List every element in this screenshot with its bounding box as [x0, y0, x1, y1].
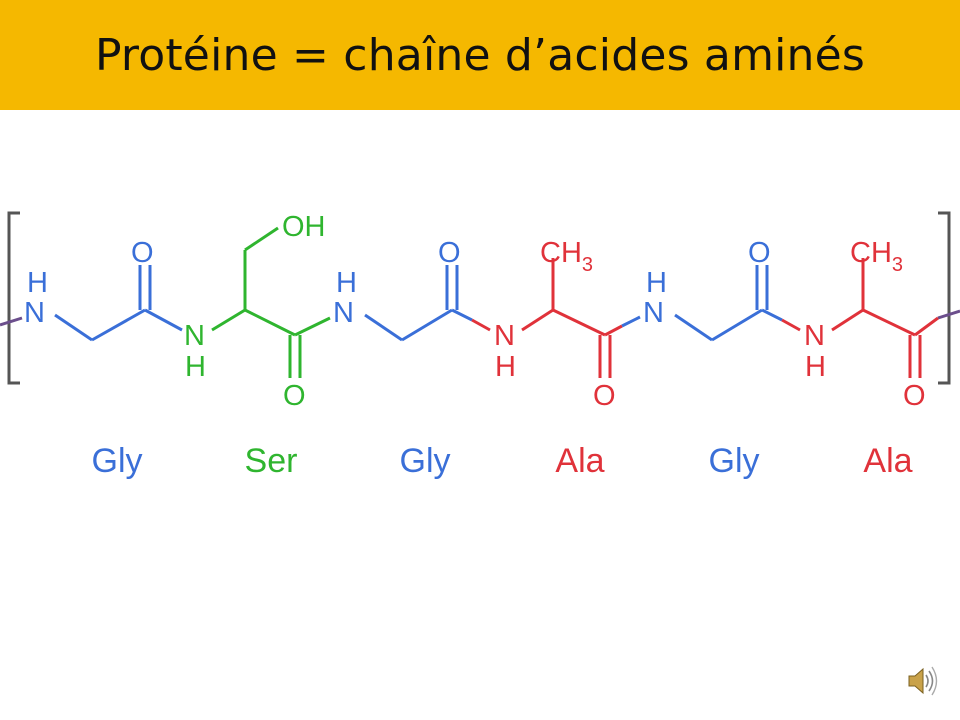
residue-ser-structure	[211, 226, 331, 378]
residue-gly-2-structure	[364, 265, 459, 342]
atom-h-ala1: H	[495, 351, 516, 383]
speaker-icon[interactable]	[906, 664, 940, 698]
atom-h-ser: H	[185, 351, 206, 383]
residue-ala-2-structure	[831, 258, 939, 378]
atom-n-gly1: N	[24, 297, 45, 329]
residue-label-ala-2: Ala	[863, 442, 912, 480]
residue-label-gly-1: Gly	[92, 442, 143, 480]
atom-o-ser: O	[283, 380, 306, 412]
atom-n-gly2: N	[333, 297, 354, 329]
left-bracket	[7, 211, 20, 385]
slide-title: Protéine = chaîne d’acides aminés	[94, 29, 866, 81]
atom-ch3-ala2: CH3	[850, 237, 903, 276]
residue-ala-1-structure	[521, 258, 623, 378]
bond-gly3-ala2-b	[781, 318, 801, 332]
atom-o-ala1: O	[593, 380, 616, 412]
atom-n-ser: N	[184, 320, 205, 352]
peptide-diagram: N H O N H OH O N H O N H CH3 O	[0, 211, 960, 480]
residue-gly-3-structure	[674, 265, 769, 342]
residue-label-gly-3: Gly	[709, 442, 760, 480]
atom-h-ala2: H	[805, 351, 826, 383]
residue-label-ser: Ser	[245, 442, 298, 480]
atom-n-gly3: N	[643, 297, 664, 329]
bond-c-terminal	[937, 309, 960, 320]
atom-n-ala2: N	[804, 320, 825, 352]
atom-h-gly3: H	[646, 267, 667, 299]
atom-n-ala1: N	[494, 320, 515, 352]
title-bar: Protéine = chaîne d’acides aminés	[0, 0, 960, 110]
atom-o-gly1: O	[131, 237, 154, 269]
residue-label-ala-1: Ala	[555, 442, 604, 480]
atom-o-gly2: O	[438, 237, 461, 269]
bond-n-terminal	[0, 316, 23, 327]
bond-gly2-ala1-a	[451, 308, 473, 322]
bond-gly3-ala2-a	[761, 308, 783, 322]
atom-o-ala2: O	[903, 380, 926, 412]
bond-gly2-ala1-b	[471, 318, 491, 332]
atom-oh-ser: OH	[282, 211, 326, 243]
residue-gly-1-structure	[54, 265, 183, 342]
atom-o-gly3: O	[748, 237, 771, 269]
right-bracket	[938, 211, 951, 385]
atom-h-gly1: H	[27, 267, 48, 299]
bond-ala1-gly3	[621, 315, 641, 328]
atom-ch3-ala1: CH3	[540, 237, 593, 276]
atom-h-gly2: H	[336, 267, 357, 299]
residue-label-gly-2: Gly	[400, 442, 451, 480]
